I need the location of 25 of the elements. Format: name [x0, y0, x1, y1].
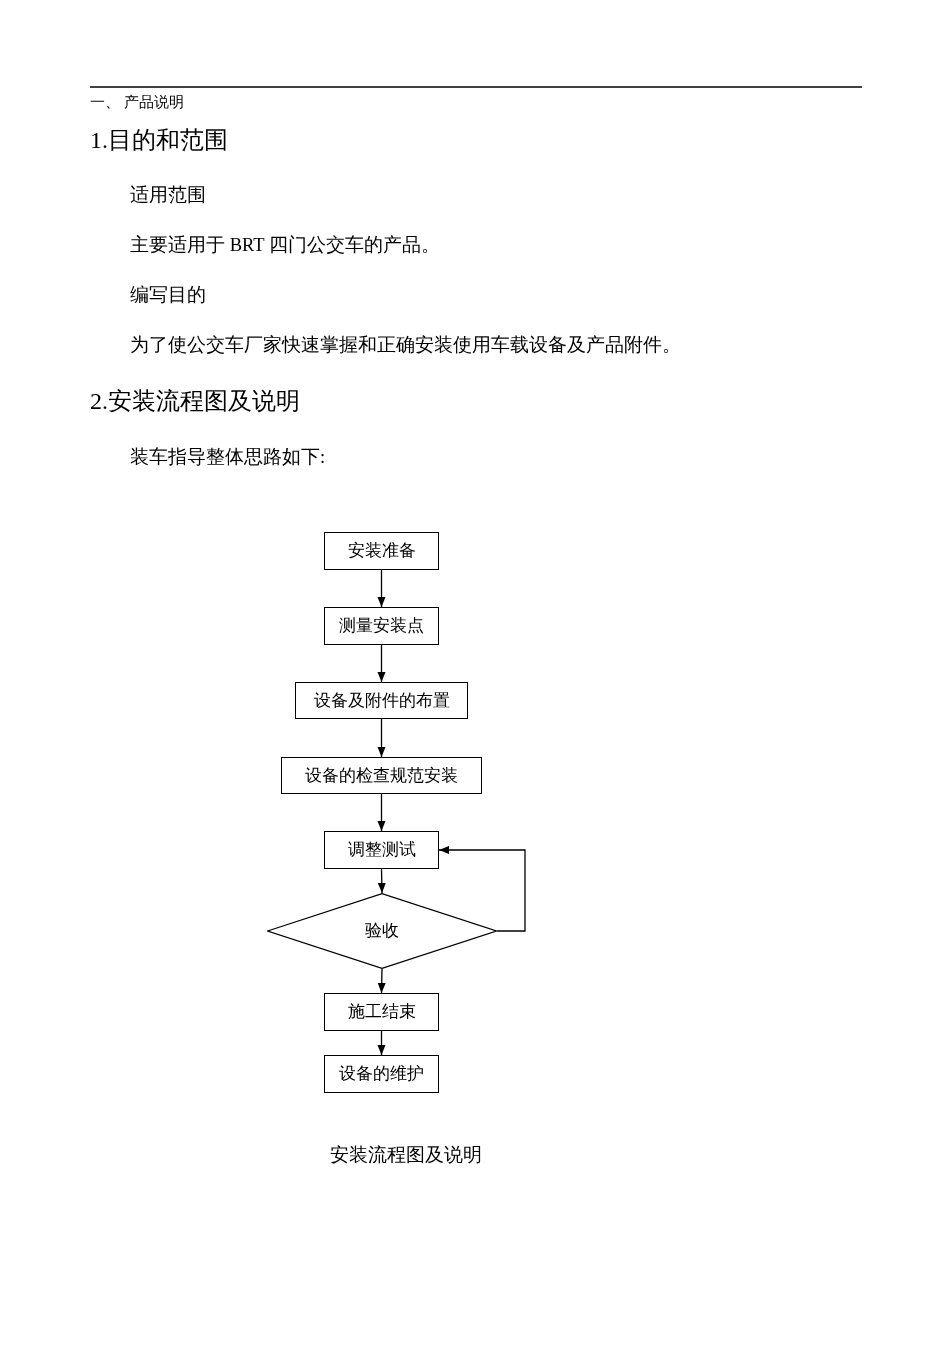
- paragraph: 装车指导整体思路如下:: [130, 445, 326, 469]
- arrow: [377, 793, 386, 832]
- arrow: [377, 718, 386, 758]
- subheading: 编写目的: [130, 283, 206, 307]
- arrow: [377, 569, 386, 608]
- process-box: 设备的检查规范安装: [281, 757, 482, 794]
- figure-caption: 安装流程图及说明: [330, 1143, 482, 1167]
- process-box: 安装准备: [324, 532, 439, 570]
- section-heading: 一、 产品说明: [90, 93, 184, 111]
- process-box: 设备的维护: [324, 1055, 439, 1093]
- process-box: 设备及附件的布置: [295, 682, 468, 719]
- arrow: [377, 868, 386, 894]
- arrow: [377, 1030, 386, 1056]
- process-box: 施工结束: [324, 993, 439, 1031]
- paragraph: 为了使公交车厂家快速掌握和正确安装使用车载设备及产品附件。: [130, 333, 681, 357]
- arrow: [377, 968, 386, 994]
- subheading: 适用范围: [130, 183, 206, 207]
- arrow: [438, 846, 526, 932]
- paragraph: 主要适用于 BRT 四门公交车的产品。: [130, 233, 440, 257]
- heading: 2.安装流程图及说明: [90, 386, 300, 416]
- process-box: 测量安装点: [324, 607, 439, 645]
- decision-diamond: 验收: [267, 893, 497, 969]
- heading: 1.目的和范围: [90, 125, 228, 155]
- process-box: 调整测试: [324, 831, 439, 869]
- arrow: [377, 644, 386, 683]
